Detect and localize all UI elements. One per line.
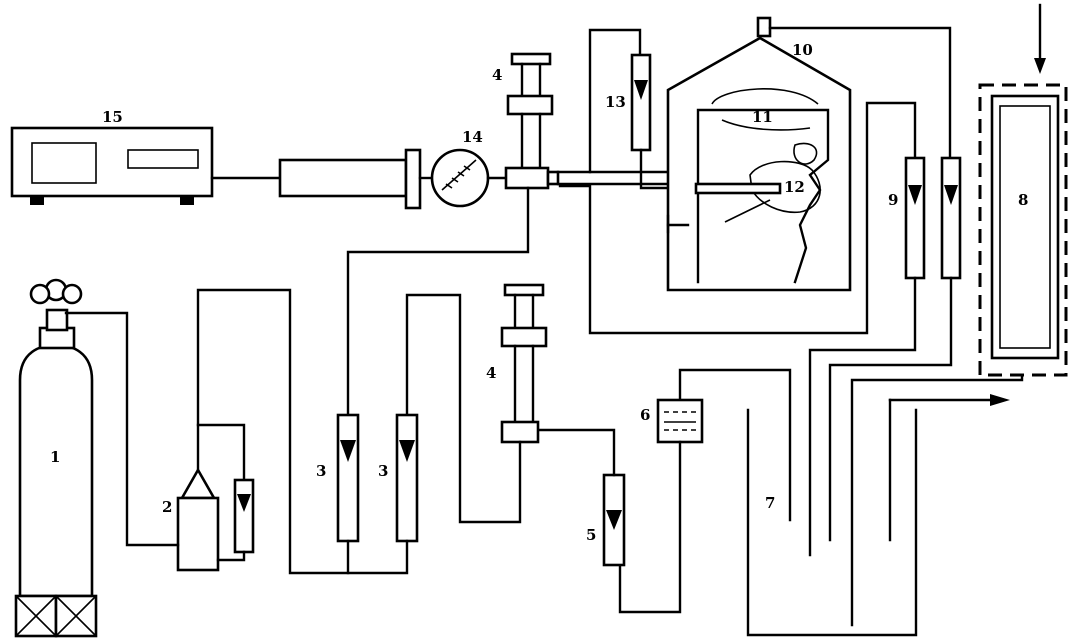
label-1: 1: [50, 448, 60, 466]
flowmeters-pair: 3 3: [316, 413, 419, 543]
mixing-valve-lower: 4: [486, 283, 548, 444]
label-9: 9: [888, 191, 898, 209]
head-form: 11: [696, 88, 830, 284]
mixing-valve-upper: 4: [492, 52, 560, 190]
label-8: 8: [1018, 191, 1028, 209]
label-15: 15: [102, 108, 123, 126]
respirator: 12: [666, 160, 821, 234]
label-3-left: 3: [316, 462, 326, 480]
humidifier: 6: [640, 398, 704, 444]
label-6: 6: [640, 406, 650, 424]
label-10: 10: [792, 41, 813, 59]
flowmeters-right: 9: [888, 156, 962, 280]
regulator: 2: [162, 467, 220, 572]
pressure-gauge: 14: [430, 128, 490, 208]
syringe: [278, 148, 432, 210]
analyzer: 8: [978, 3, 1068, 377]
label-3-right: 3: [378, 462, 388, 480]
controller-unit: 15: [10, 108, 214, 205]
water-tank: 7: [746, 408, 918, 637]
flowmeter-lower: 5: [586, 473, 626, 567]
label-5: 5: [586, 526, 596, 544]
label-2: 2: [162, 498, 172, 516]
label-11: 11: [752, 108, 773, 126]
label-7: 7: [765, 494, 775, 512]
label-4-upper: 4: [492, 66, 502, 84]
label-14: 14: [462, 128, 483, 146]
label-12: 12: [784, 178, 805, 196]
gas-cylinder: 1: [14, 278, 98, 638]
label-13: 13: [605, 93, 626, 111]
label-4-lower: 4: [486, 364, 496, 382]
